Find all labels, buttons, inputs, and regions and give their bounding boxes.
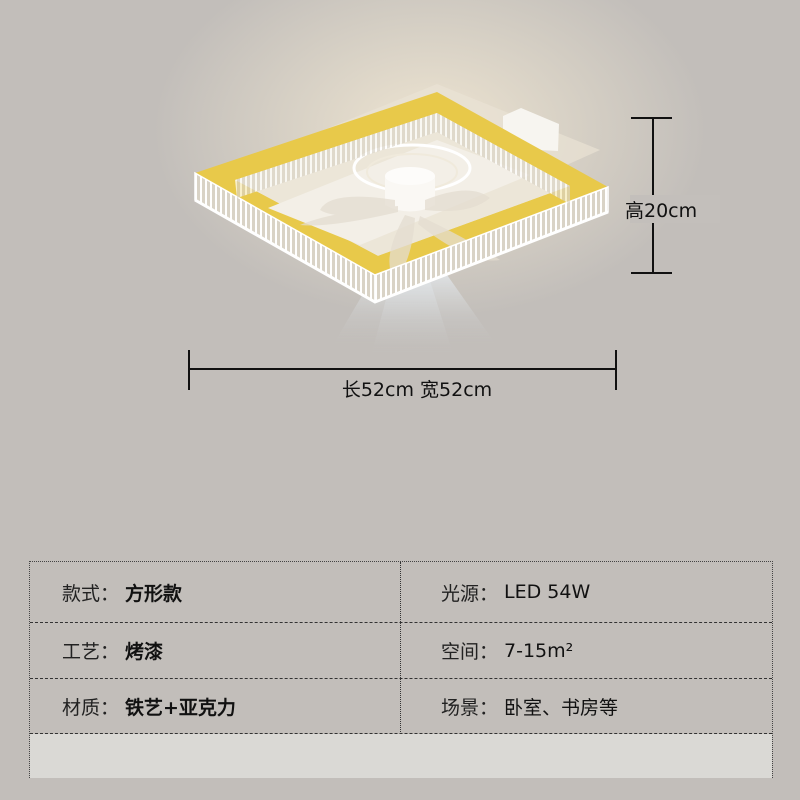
column-divider [400,562,401,734]
spec-value: 7-15m² [504,639,574,662]
ceiling-fan-lamp-illustration [194,84,609,360]
spec-row-empty [30,734,772,778]
spec-key: 材质： [62,696,120,719]
dimension-label-background [630,195,720,223]
spec-cell-light-source: 光源： LED 54W [441,562,590,622]
spec-row: 材质： 铁艺+亚克力 场景： 卧室、书房等 [30,679,772,734]
spec-cell-space: 空间： 7-15m² [441,623,573,678]
spec-value: 烤漆 [125,641,164,663]
spec-cell-scene: 场景： 卧室、书房等 [441,679,618,733]
spec-row: 工艺： 烤漆 空间： 7-15m² [30,623,772,679]
width-length-label: 长52cm 宽52cm [341,379,493,401]
dimension-cap-right [615,350,617,390]
spec-key: 空间： [441,641,499,663]
spec-key: 款式： [62,582,120,605]
spec-row: 款式： 方形款 光源： LED 54W [30,562,772,623]
spec-value: 铁艺+亚克力 [125,696,236,719]
dimension-cap-bottom [631,272,672,274]
spec-key: 场景： [441,696,499,719]
spec-key: 光源： [441,582,499,605]
spec-cell-style: 款式： 方形款 [62,562,182,622]
spec-value: 卧室、书房等 [504,696,619,719]
spec-cell-material: 材质： 铁艺+亚克力 [62,679,236,733]
spec-value: LED 54W [504,581,591,603]
spec-value: 方形款 [125,582,183,605]
dimension-line-horizontal [188,368,616,370]
spec-table: 款式： 方形款 光源： LED 54W 工艺： 烤漆 空间： 7-15m² 材质… [29,561,773,778]
height-label: 高20cm [625,200,698,222]
mount-box [503,108,559,151]
dimension-cap-left [188,350,190,390]
spec-cell-craft: 工艺： 烤漆 [62,623,163,678]
spec-key: 工艺： [62,641,120,663]
dimension-cap-top [631,117,672,119]
